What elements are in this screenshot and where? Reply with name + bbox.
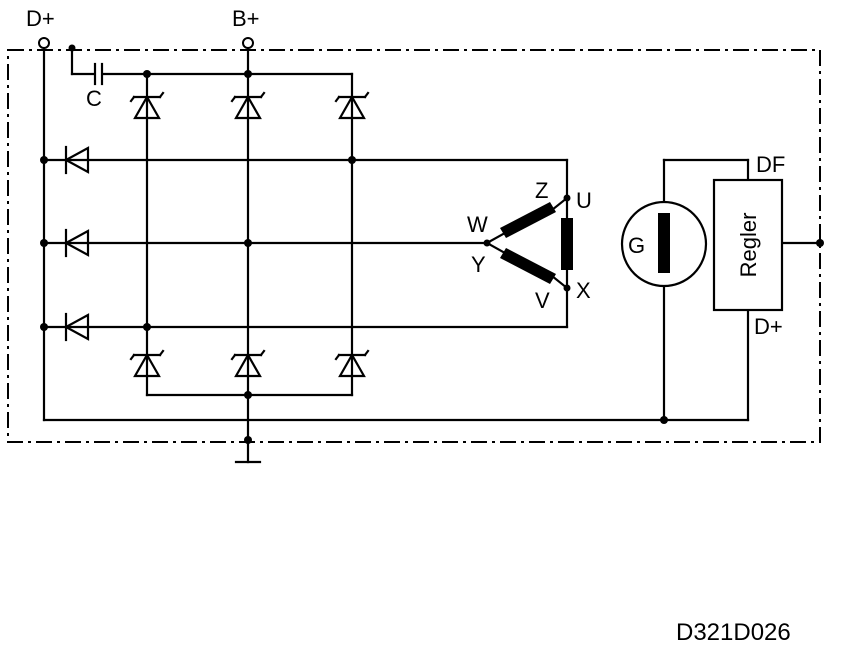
label-regulator: Regler (736, 213, 761, 278)
winding-y-v (500, 248, 556, 284)
bridge-diode-upper-2 (230, 91, 266, 120)
bridge-diode-upper-1 (129, 91, 165, 120)
exciter-diode-1 (63, 145, 90, 175)
terminal-d-plus (38, 37, 50, 49)
stator-windings (485, 196, 573, 290)
label-phase-u: U (576, 188, 592, 213)
label-generator: G (628, 233, 645, 258)
bridge-diode-lower-2 (230, 349, 266, 378)
drawing-code: D321D026 (676, 619, 791, 646)
housing-border (7, 49, 821, 443)
label-b-plus: B+ (232, 6, 260, 31)
label-d-plus-top: D+ (26, 6, 55, 31)
label-phase-z: Z (535, 178, 548, 203)
label-reg-d-plus: D+ (754, 314, 783, 339)
capacitor-c (93, 62, 104, 86)
label-phase-v: V (535, 288, 550, 313)
label-capacitor: C (86, 86, 102, 111)
regulator (712, 178, 784, 312)
label-phase-y: Y (471, 252, 486, 277)
exciter-diode-3 (63, 312, 90, 342)
bridge-diode-lower-1 (129, 349, 165, 378)
winding-w-z (500, 202, 556, 238)
exciter-diode-2 (63, 228, 90, 258)
generator-field (620, 200, 708, 288)
bridge-diode-lower-3 (334, 349, 370, 378)
junction-dots (40, 44, 824, 444)
terminal-b-plus (242, 37, 254, 49)
label-reg-df: DF (756, 152, 785, 177)
winding-u-x (561, 218, 573, 270)
bridge-diode-upper-3 (334, 91, 370, 120)
label-phase-w: W (467, 212, 488, 237)
label-phase-x: X (576, 278, 591, 303)
